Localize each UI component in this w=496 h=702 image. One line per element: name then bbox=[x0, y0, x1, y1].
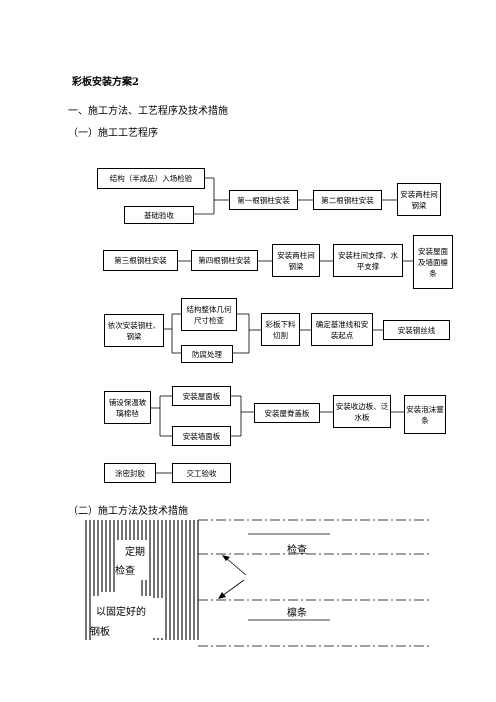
flow-step-beam-between-columns-2: 安装两柱间钢梁 bbox=[272, 244, 320, 277]
flow-step-anticorrosion: 防腐处理 bbox=[181, 345, 233, 363]
purlin-label: 檩条 bbox=[287, 608, 307, 619]
flow-step-incoming-inspection: 结构（半成品）入场检验 bbox=[97, 168, 205, 189]
flow-step-install-columns-beams: 依次安装钢柱、钢梁 bbox=[104, 314, 164, 347]
flow-step-insulation: 铺设保温玻璃棉毡 bbox=[104, 391, 151, 424]
flow-step-steel-wire: 安装钢丝线 bbox=[383, 320, 450, 340]
check-label: 检查 bbox=[287, 545, 307, 556]
flow-step-third-column: 第三根钢柱安装 bbox=[103, 250, 178, 271]
section-heading: 一、施工方法、工艺程序及技术措施 bbox=[68, 106, 228, 117]
flow-step-wall-panel: 安装墙面板 bbox=[172, 426, 231, 446]
flow-step-sealant: 涂密封胶 bbox=[104, 463, 156, 483]
flow-step-geometry-check: 结构整体几何尺寸检查 bbox=[181, 298, 237, 331]
flow-step-fourth-column: 第四根钢柱安装 bbox=[191, 250, 258, 271]
fixed-panel-label-1: 以固定好的 bbox=[96, 607, 146, 618]
flow-step-ridge-cap: 安装屋脊盖板 bbox=[254, 403, 320, 423]
flow-step-flashing: 安装收边板、泛水板 bbox=[333, 395, 391, 428]
flow-step-cut-panels: 彩板下料切割 bbox=[261, 313, 300, 346]
flow-step-purlins: 安装屋面及墙面檩条 bbox=[413, 235, 453, 289]
regular-check-label-1: 定期 bbox=[125, 547, 145, 558]
document-title: 彩板安装方案2 bbox=[72, 77, 139, 88]
flow-step-beam-between-columns-1: 安装两柱间钢梁 bbox=[397, 183, 441, 216]
flow-step-foundation-acceptance: 基础验收 bbox=[124, 206, 194, 224]
flow-step-foam-filler: 安装泡沫塞条 bbox=[404, 395, 446, 434]
subsection-heading-2: （二）施工方法及技术措施 bbox=[68, 506, 188, 517]
flow-step-second-column: 第二根钢柱安装 bbox=[313, 190, 382, 210]
flow-step-baseline: 确定基准线和安装起点 bbox=[311, 313, 373, 346]
fixed-panel-label-2: 钢板 bbox=[90, 627, 110, 638]
flow-step-acceptance: 交工验收 bbox=[172, 463, 231, 483]
flow-step-bracing: 安装柱间支撑、水平支撑 bbox=[333, 244, 403, 277]
subsection-heading-1: （一）施工工艺程序 bbox=[68, 128, 158, 139]
regular-check-label-2: 检查 bbox=[115, 566, 135, 577]
flow-step-first-column: 第一根钢柱安装 bbox=[229, 190, 298, 210]
flow-step-roof-panel: 安装屋面板 bbox=[172, 386, 231, 406]
